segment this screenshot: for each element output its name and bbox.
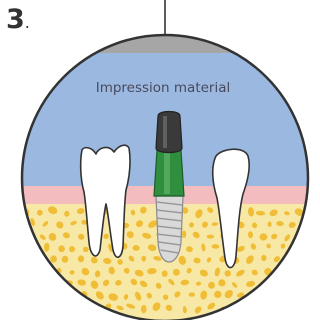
bone-cell — [0, 232, 3, 242]
bone-cell — [285, 278, 293, 286]
bone-cell — [44, 267, 53, 277]
bone-cell — [29, 244, 36, 250]
bone-cell — [12, 305, 19, 312]
bone-cell — [88, 305, 96, 312]
bone-cell — [22, 231, 32, 242]
bone-cell — [3, 243, 9, 251]
bone-cell — [3, 292, 9, 298]
implant-fixture — [156, 196, 183, 262]
bone-cell — [260, 305, 267, 313]
bone-cell — [0, 280, 6, 290]
bone-cell — [292, 293, 300, 302]
bone-cell — [263, 290, 274, 300]
bone-cell — [56, 291, 67, 301]
bone-cell — [298, 230, 305, 237]
bone-cell — [207, 235, 214, 239]
impression-coping-highlight — [163, 116, 167, 148]
bone-cell — [30, 269, 36, 276]
bone-cell — [302, 269, 310, 279]
bone-cell — [269, 302, 279, 311]
bone-cell — [26, 304, 33, 311]
bone-cell — [285, 258, 292, 265]
bone-cell — [45, 291, 52, 301]
bone-cell — [22, 255, 34, 267]
bone-cell — [30, 289, 40, 300]
bone-cell — [64, 305, 72, 311]
bone-cell — [35, 256, 44, 265]
bone-cell — [66, 289, 76, 299]
bone-cell — [0, 254, 9, 265]
impression-coping — [156, 112, 182, 153]
bone-cell — [9, 254, 18, 263]
bone-cell — [17, 293, 23, 301]
bone-cell — [0, 302, 6, 310]
bone-cell — [37, 307, 45, 314]
bone-cell — [272, 283, 278, 289]
bone-cell — [4, 219, 11, 226]
bone-cell — [290, 265, 294, 274]
bone-cell — [37, 281, 44, 288]
bone-cell — [304, 291, 313, 300]
bone-cell — [246, 306, 252, 313]
bone-cell — [296, 305, 306, 312]
bone-cell — [294, 253, 305, 264]
bone-cell — [302, 221, 309, 227]
bone-cell — [10, 281, 16, 289]
bone-cell — [302, 241, 312, 251]
bone-cell — [15, 267, 24, 273]
bone-cell — [276, 292, 285, 302]
bone-cell — [16, 218, 25, 227]
bone-cell — [51, 282, 56, 289]
impression-material-label: Impression material — [96, 80, 231, 96]
bone-cell — [19, 243, 27, 250]
bone-cell — [11, 205, 19, 216]
bone-cell — [4, 268, 13, 277]
bone-cell — [233, 306, 241, 314]
bone-cell — [296, 279, 307, 286]
bone-cell — [11, 232, 18, 238]
bone-cell — [25, 280, 32, 288]
impression-tray — [0, 35, 320, 53]
bone-cell — [252, 292, 261, 301]
bone-cell — [0, 209, 5, 215]
bone-cell — [49, 303, 57, 310]
bone-cell — [284, 305, 293, 312]
abutment-highlight — [164, 152, 170, 194]
bone-cell — [76, 305, 85, 313]
